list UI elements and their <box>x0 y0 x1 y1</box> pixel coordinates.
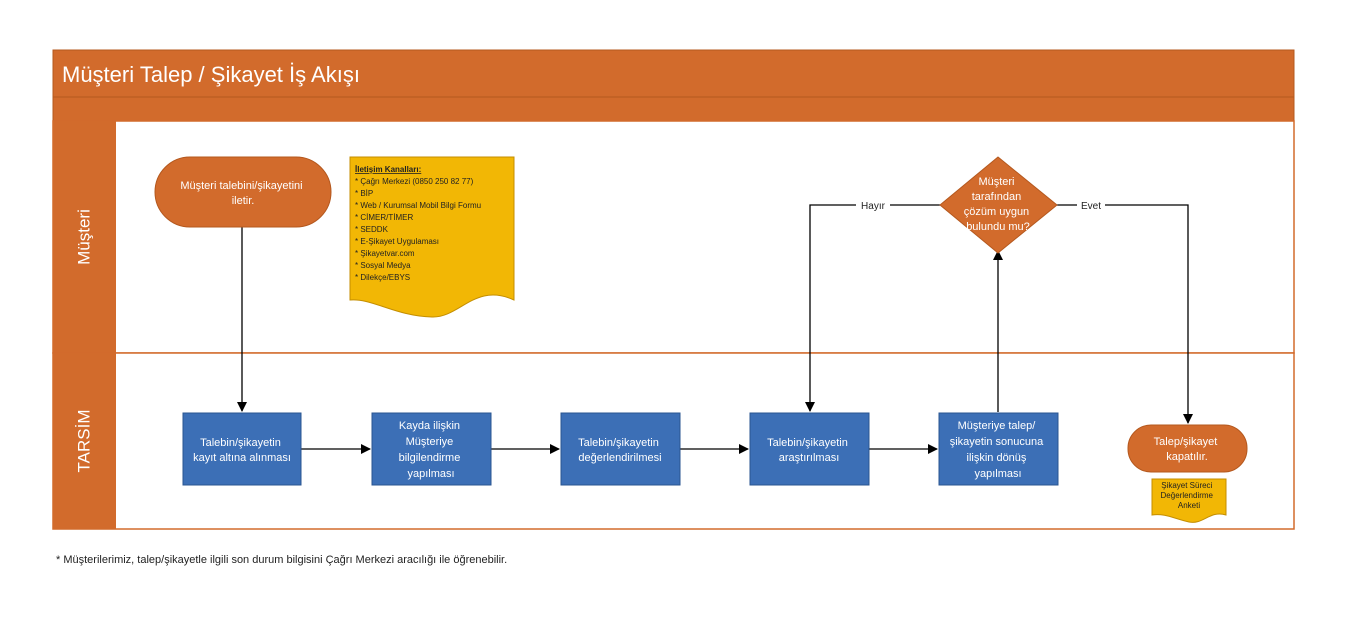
edge-label-yes: Evet <box>1081 201 1101 212</box>
process-feedback-label: Müşteriye talep/ şikayetin sonucuna iliş… <box>950 420 1047 480</box>
end-node <box>1127 424 1248 473</box>
end-node-label: Talep/şikayet kapatılır. <box>1154 436 1221 463</box>
process-inform-label: Kayda ilişkin Müşteriye bilgilendirme ya… <box>399 420 464 480</box>
diagram-title: Müşteri Talep / Şikayet İş Akışı <box>62 62 360 87</box>
process-inform <box>371 412 492 486</box>
lane-company-header <box>53 353 116 529</box>
start-node <box>154 156 332 228</box>
lane-company-label: TARSİM <box>74 410 93 473</box>
process-feedback <box>938 412 1059 486</box>
channels-document <box>349 156 515 318</box>
sub-header-bar <box>52 96 1295 122</box>
process-investigate-label: Talebin/şikayetin araştırılması <box>767 437 851 464</box>
decision-node <box>939 156 1058 254</box>
title-bar <box>52 49 1295 98</box>
edge-label-no: Hayır <box>861 201 886 212</box>
survey-document <box>1151 478 1227 523</box>
lane-customer <box>52 120 1295 354</box>
lane-customer-header <box>53 121 116 353</box>
edge-decision-no <box>805 204 940 412</box>
process-register-label: Talebin/şikayetin kayıt altına alınması <box>193 437 291 464</box>
process-evaluate <box>560 412 681 486</box>
survey-document-text: Şikayet Süreci Değerlendirme Anketi <box>1161 475 1218 510</box>
start-node-label: Müşteri talebini/şikayetini iletir. <box>180 180 305 207</box>
footnote: * Müşterilerimiz, talep/şikayetle ilgili… <box>56 554 508 566</box>
process-evaluate-label: Talebin/şikayetin değerlendirilmesi <box>578 437 662 464</box>
process-register <box>182 412 302 486</box>
decision-node-label: Müşteri tarafından çözüm uygun bulundu m… <box>964 176 1033 233</box>
lane-customer-label: Müşteri <box>74 209 93 265</box>
process-investigate <box>749 412 870 486</box>
channels-document-text: İletişim Kanalları: * Çağrı Merkezi (085… <box>355 159 486 282</box>
